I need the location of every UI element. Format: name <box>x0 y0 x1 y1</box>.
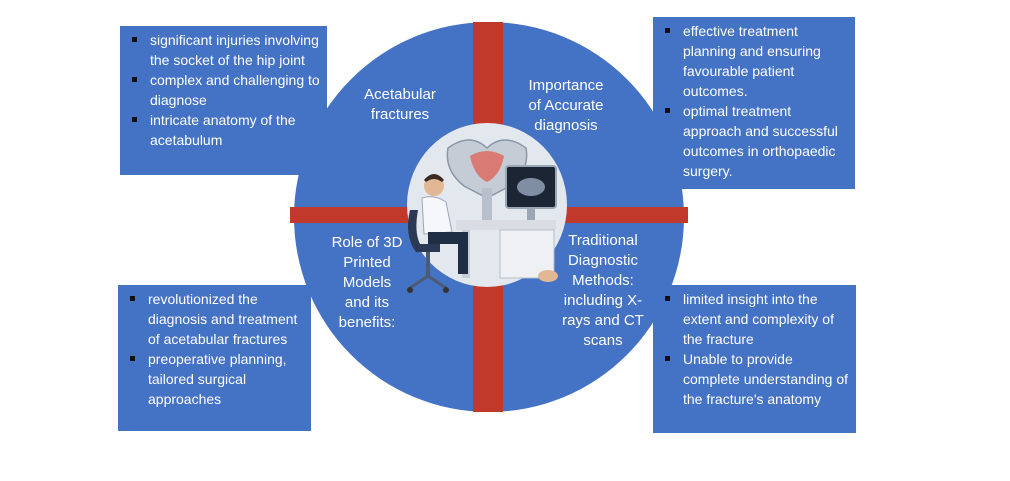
bullet-item: intricate anatomy of the acetabulum <box>130 110 321 150</box>
quadrant-label-acetabular-fractures: Acetabular fractures <box>364 86 436 123</box>
bullet-item: limited insight into the extent and comp… <box>663 289 850 349</box>
info-box-traditional-diagnostic-methods: limited insight into the extent and comp… <box>653 285 856 433</box>
bullet-item: optimal treatment approach and successfu… <box>663 101 849 181</box>
surgeon-at-workstation-illustration <box>407 123 567 293</box>
quadrant-label-role-3d-printed-models: Role of 3D Printed Models and its benefi… <box>331 234 403 331</box>
bullet-item: effective treatment planning and ensurin… <box>663 21 849 101</box>
info-box-importance-accurate-diagnosis: effective treatment planning and ensurin… <box>653 17 855 189</box>
quadrant-label-importance-accurate-diagnosis: Importance of Accurate diagnosis <box>528 77 604 134</box>
info-box-acetabular-fractures: significant injuries involving the socke… <box>120 26 327 175</box>
monitor-icon <box>505 165 557 220</box>
bullet-item: preoperative planning, tailored surgical… <box>128 349 305 409</box>
bullet-item: complex and challenging to diagnose <box>130 70 321 110</box>
bullet-item: significant injuries involving the socke… <box>130 30 321 70</box>
info-box-role-3d-printed-models: revolutionized the diagnosis and treatme… <box>118 285 311 431</box>
bullet-item: Unable to provide complete understanding… <box>663 349 850 409</box>
bullet-item: revolutionized the diagnosis and treatme… <box>128 289 305 349</box>
quadrant-label-traditional-diagnostic-methods: Traditional Diagnostic Methods: includin… <box>562 232 644 349</box>
